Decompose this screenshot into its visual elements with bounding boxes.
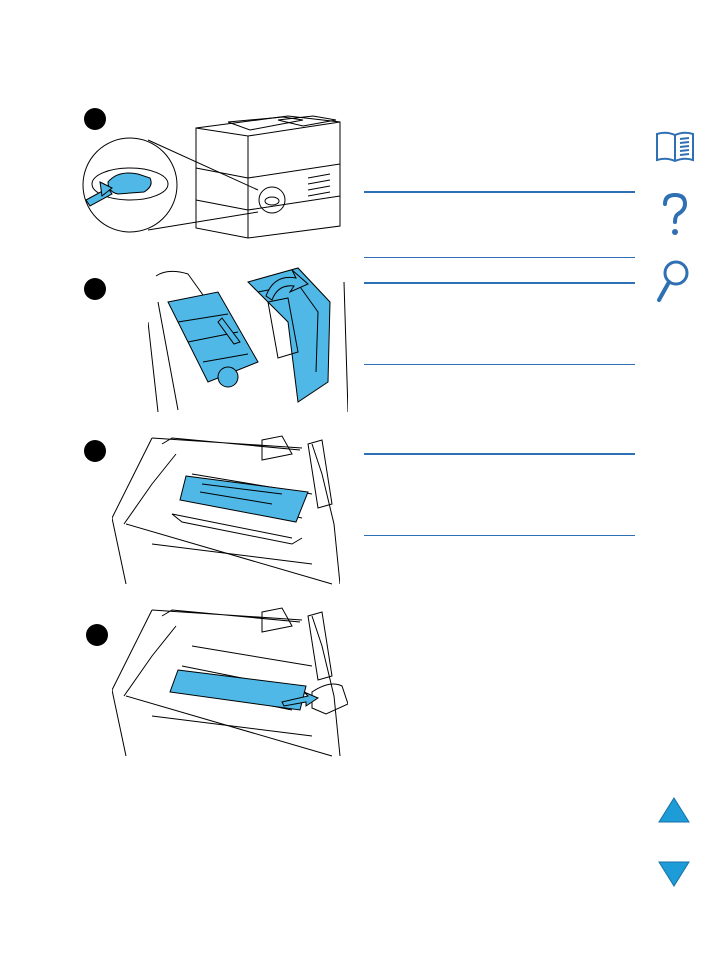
paper-path-open-illustration [112,434,340,586]
step-marker-3 [84,440,106,462]
arrow-down-icon[interactable] [657,860,691,888]
section-rule-bottom [364,535,635,536]
help-icon[interactable] [660,192,690,238]
section-rule-top [364,191,635,193]
section-rule-top [364,282,635,284]
step-marker-1 [84,108,106,130]
remove-jammed-paper-illustration [112,606,348,758]
search-icon[interactable] [654,258,692,304]
section-rule-bottom [364,364,635,365]
arrow-up-icon[interactable] [657,796,691,824]
step-marker-2 [84,278,106,300]
step-marker-4 [86,624,108,646]
remove-toner-cartridge-illustration [148,262,348,412]
section-rule-bottom [364,257,635,258]
printer-power-switch-illustration [78,108,348,243]
book-icon[interactable] [654,130,696,164]
section-rule-top [364,453,635,455]
